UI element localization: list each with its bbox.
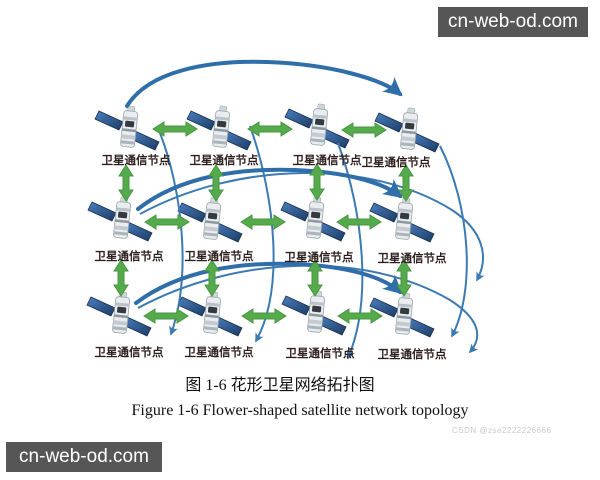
figure-caption-en: Figure 1-6 Flower-shaped satellite netwo… xyxy=(131,402,469,419)
node-label: 卫星通信节点 xyxy=(94,345,164,359)
watermark-top-right: cn-web-od.com xyxy=(438,7,588,37)
node-label: 卫星通信节点 xyxy=(189,153,259,167)
node-label: 卫星通信节点 xyxy=(101,153,171,167)
node-label: 卫星通信节点 xyxy=(377,347,447,361)
node-label: 卫星通信节点 xyxy=(292,153,362,167)
node-label: 卫星通信节点 xyxy=(285,346,355,360)
node-label: 卫星通信节点 xyxy=(377,251,447,265)
node-label: 卫星通信节点 xyxy=(361,155,431,169)
watermark-bottom-left: cn-web-od.com xyxy=(6,442,162,472)
node-label: 卫星通信节点 xyxy=(184,345,254,359)
figure-caption-zh: 图 1-6 花形卫星网络拓扑图 xyxy=(185,377,375,394)
node-label: 卫星通信节点 xyxy=(284,250,354,264)
csdn-watermark: CSDN @zse2222226666 xyxy=(452,426,552,435)
node-label: 卫星通信节点 xyxy=(184,249,254,263)
node-label: 卫星通信节点 xyxy=(94,249,164,263)
